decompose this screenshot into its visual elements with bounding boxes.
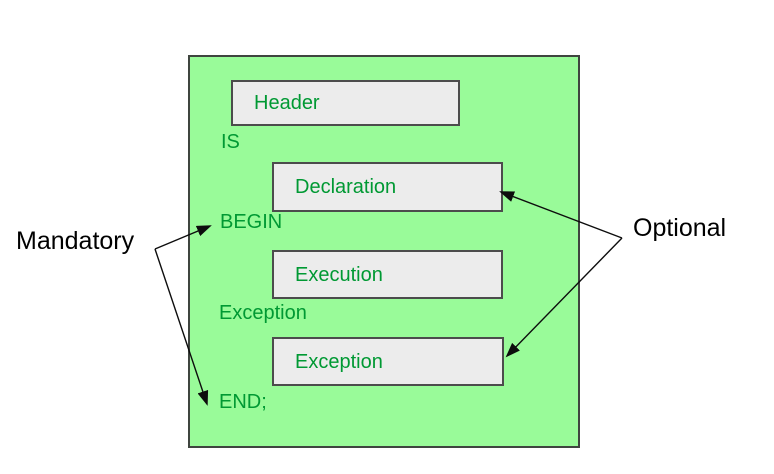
optional-label: Optional	[633, 214, 727, 242]
keyword-begin: BEGIN	[220, 211, 283, 233]
keyword-end: END;	[219, 391, 267, 413]
block-label-exception: Exception	[295, 350, 383, 373]
block-label-execution: Execution	[295, 263, 383, 286]
block-label-header: Header	[254, 92, 320, 114]
mandatory-label: Mandatory	[16, 227, 135, 255]
block-label-declaration: Declaration	[295, 176, 397, 198]
block-box-declaration: Declaration	[272, 162, 503, 212]
keyword-is: IS	[221, 131, 240, 153]
block-box-execution: Execution	[272, 250, 503, 299]
block-box-header: Header	[231, 80, 460, 126]
keyword-exception: Exception	[219, 302, 307, 324]
block-box-exception: Exception	[272, 337, 504, 386]
